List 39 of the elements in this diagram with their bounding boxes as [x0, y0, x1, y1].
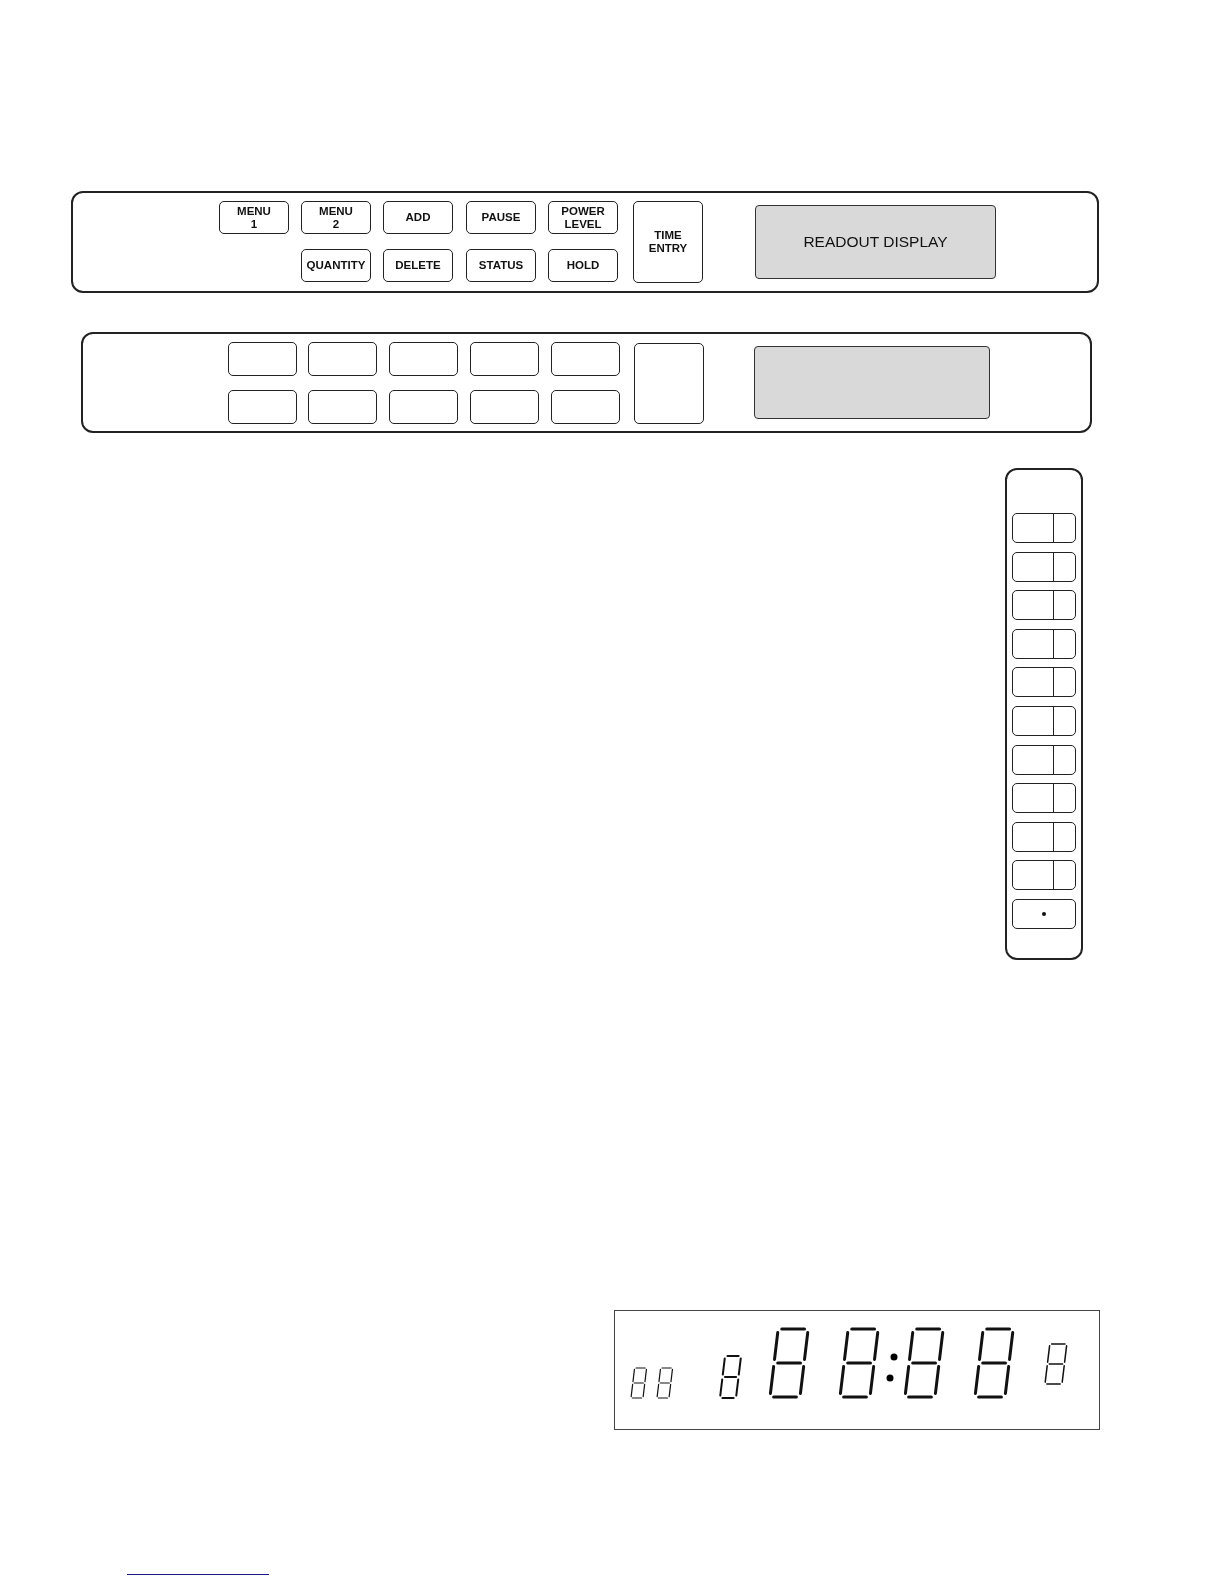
control-panel	[71, 191, 1099, 293]
segment-display	[614, 1310, 1100, 1430]
key-button	[228, 342, 297, 376]
key-button	[308, 342, 377, 376]
split-key	[1012, 667, 1076, 698]
key-button	[228, 390, 297, 424]
split-key	[1012, 706, 1076, 736]
key-button: STATUS	[466, 249, 536, 282]
key-button	[389, 342, 458, 376]
key-button: HOLD	[548, 249, 618, 282]
key-button	[551, 342, 620, 376]
key-button: DELETE	[383, 249, 453, 282]
split-key	[1012, 821, 1076, 852]
key-button: ADD	[383, 201, 453, 234]
key-button	[389, 390, 458, 424]
split-key	[1012, 590, 1076, 621]
split-key	[1012, 744, 1076, 775]
key-button: TIME ENTRY	[633, 201, 703, 283]
key-button: MENU 2	[301, 201, 371, 234]
key-button	[308, 390, 377, 424]
split-key	[1012, 860, 1076, 891]
key-button: PAUSE	[466, 201, 536, 234]
control-panel	[81, 332, 1092, 433]
key-button: QUANTITY	[301, 249, 371, 282]
display-window	[754, 346, 990, 419]
display-window	[755, 205, 996, 279]
split-key	[1012, 513, 1076, 543]
split-key	[1012, 783, 1076, 814]
key-button	[551, 390, 620, 424]
display-text: READOUT DISPLAY	[803, 233, 948, 251]
split-key	[1012, 628, 1076, 659]
key-button	[634, 343, 704, 424]
key-button	[470, 342, 539, 376]
key-button: POWER LEVEL	[548, 201, 618, 234]
control-panel	[1005, 468, 1083, 960]
key-button	[1012, 899, 1076, 929]
split-key	[1012, 551, 1076, 582]
key-button	[470, 390, 539, 424]
key-button: MENU 1	[219, 201, 289, 234]
